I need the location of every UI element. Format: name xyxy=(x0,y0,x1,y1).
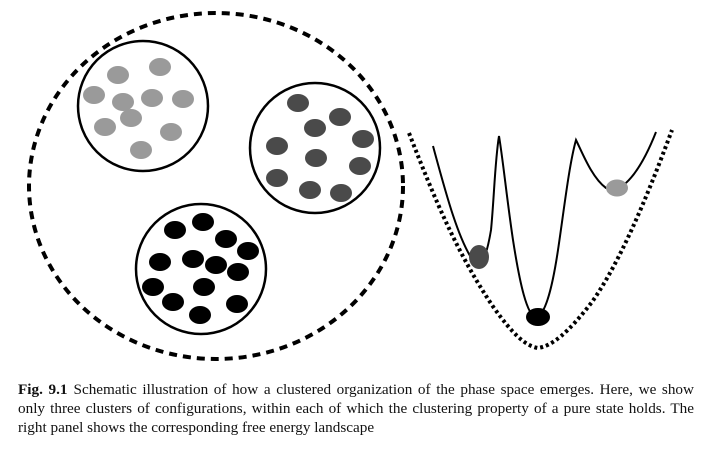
light-cluster xyxy=(76,39,210,173)
configuration-dot xyxy=(162,293,184,311)
configuration-dot xyxy=(329,108,351,126)
configuration-dot xyxy=(164,221,186,239)
dark-cluster-minimum xyxy=(526,308,550,326)
figure-illustration xyxy=(27,11,674,361)
landscape-envelope xyxy=(407,129,674,351)
configuration-dot xyxy=(349,157,371,175)
energy-curve xyxy=(432,131,657,320)
configuration-dot xyxy=(107,66,129,84)
free-energy-landscape-panel xyxy=(407,129,674,351)
configuration-dot xyxy=(120,109,142,127)
configuration-dot xyxy=(266,137,288,155)
configuration-dot xyxy=(112,93,134,111)
dark-cluster-dots xyxy=(142,213,259,324)
medium-cluster xyxy=(248,81,382,215)
configuration-dot xyxy=(352,130,374,148)
dark-cluster xyxy=(134,202,268,336)
configuration-dot xyxy=(287,94,309,112)
phase-space-panel xyxy=(27,11,405,361)
phase-space-boundary xyxy=(27,11,405,361)
configuration-dot xyxy=(141,89,163,107)
configuration-dot xyxy=(305,149,327,167)
configuration-dot xyxy=(299,181,321,199)
light-cluster-minimum xyxy=(606,179,628,197)
configuration-dot xyxy=(94,118,116,136)
figure-caption-text: Schematic illustration of how a clustere… xyxy=(18,381,694,436)
medium-cluster-minimum xyxy=(469,245,489,269)
configuration-dot xyxy=(130,141,152,159)
light-cluster-dots xyxy=(83,58,194,159)
configuration-dot xyxy=(189,306,211,324)
configuration-dot xyxy=(193,278,215,296)
configuration-dot xyxy=(182,250,204,268)
configuration-dot xyxy=(172,90,194,108)
configuration-dot xyxy=(160,123,182,141)
configuration-dot xyxy=(226,295,248,313)
configuration-dot xyxy=(237,242,259,260)
configuration-dot xyxy=(304,119,326,137)
configuration-dot xyxy=(149,58,171,76)
configuration-dot xyxy=(192,213,214,231)
configuration-dot xyxy=(330,184,352,202)
configuration-dot xyxy=(227,263,249,281)
configuration-dot xyxy=(215,230,237,248)
configuration-dot xyxy=(266,169,288,187)
figure-label: Fig. 9.1 xyxy=(18,381,68,398)
configuration-dot xyxy=(149,253,171,271)
configuration-dot xyxy=(142,278,164,296)
configuration-dot xyxy=(205,256,227,274)
configuration-dot xyxy=(83,86,105,104)
medium-cluster-dots xyxy=(266,94,374,202)
